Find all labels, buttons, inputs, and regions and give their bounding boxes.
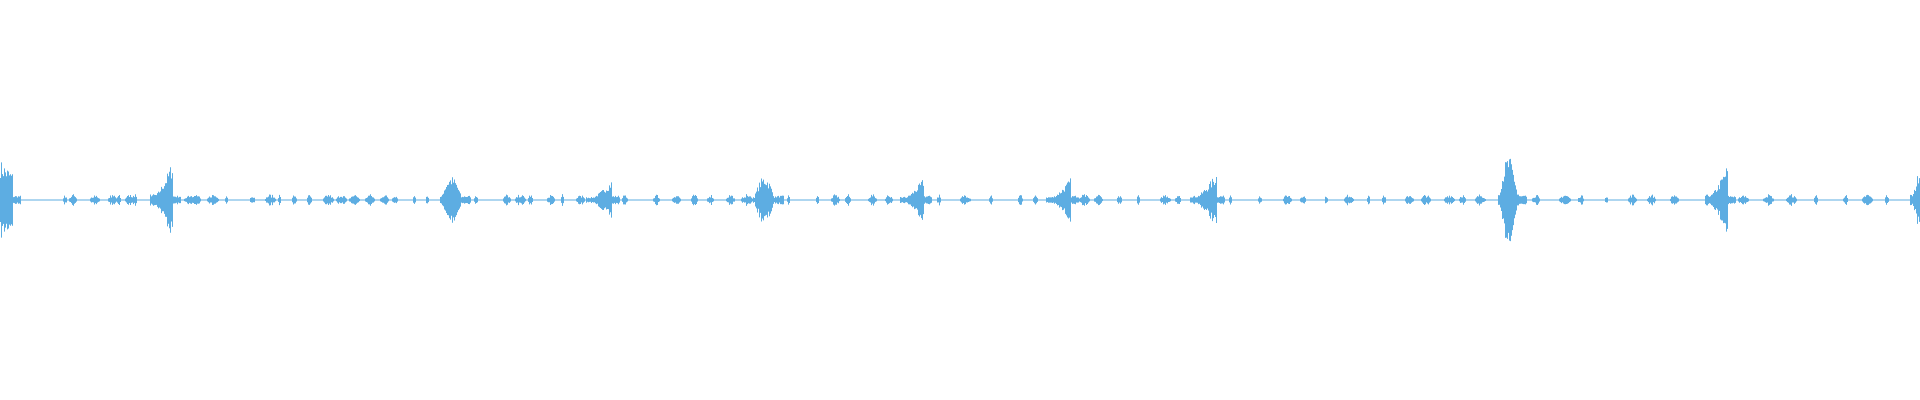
waveform-marks <box>0 158 1920 242</box>
